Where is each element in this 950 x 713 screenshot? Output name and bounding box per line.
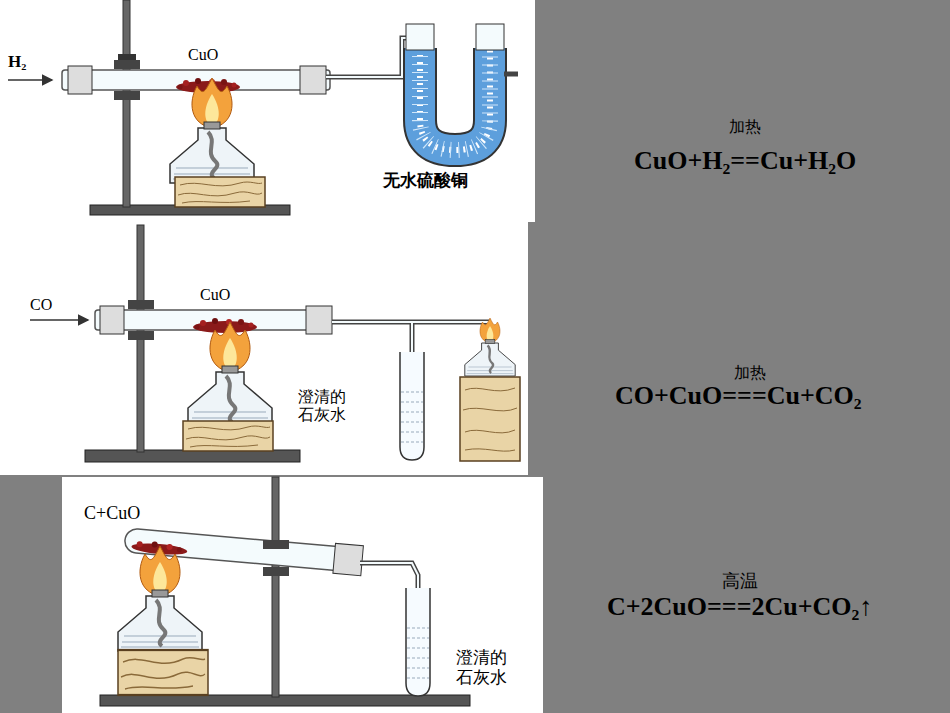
- reagent-label: 澄清的 石灰水: [298, 388, 351, 425]
- gas-label: H₂: [8, 52, 26, 72]
- reagent-label: C+CuO: [84, 503, 140, 524]
- equation-text: CO+CuO===Cu+CO₂: [615, 381, 862, 411]
- gas-label: CO: [30, 296, 52, 314]
- reagent-label: 澄清的 石灰水: [456, 648, 512, 687]
- condition-label: 加热: [729, 118, 761, 136]
- reagent-label: 无水硫酸铜: [383, 171, 468, 191]
- reagent-label: CuO: [188, 46, 218, 64]
- equation-text: CuO+H₂==Cu+H₂O: [634, 146, 856, 176]
- condition-label: 加热: [734, 364, 766, 382]
- reagent-label: CuO: [200, 286, 230, 304]
- equation-text: C+2CuO===2Cu+CO₂↑: [607, 592, 872, 622]
- condition-label: 高温: [722, 571, 758, 592]
